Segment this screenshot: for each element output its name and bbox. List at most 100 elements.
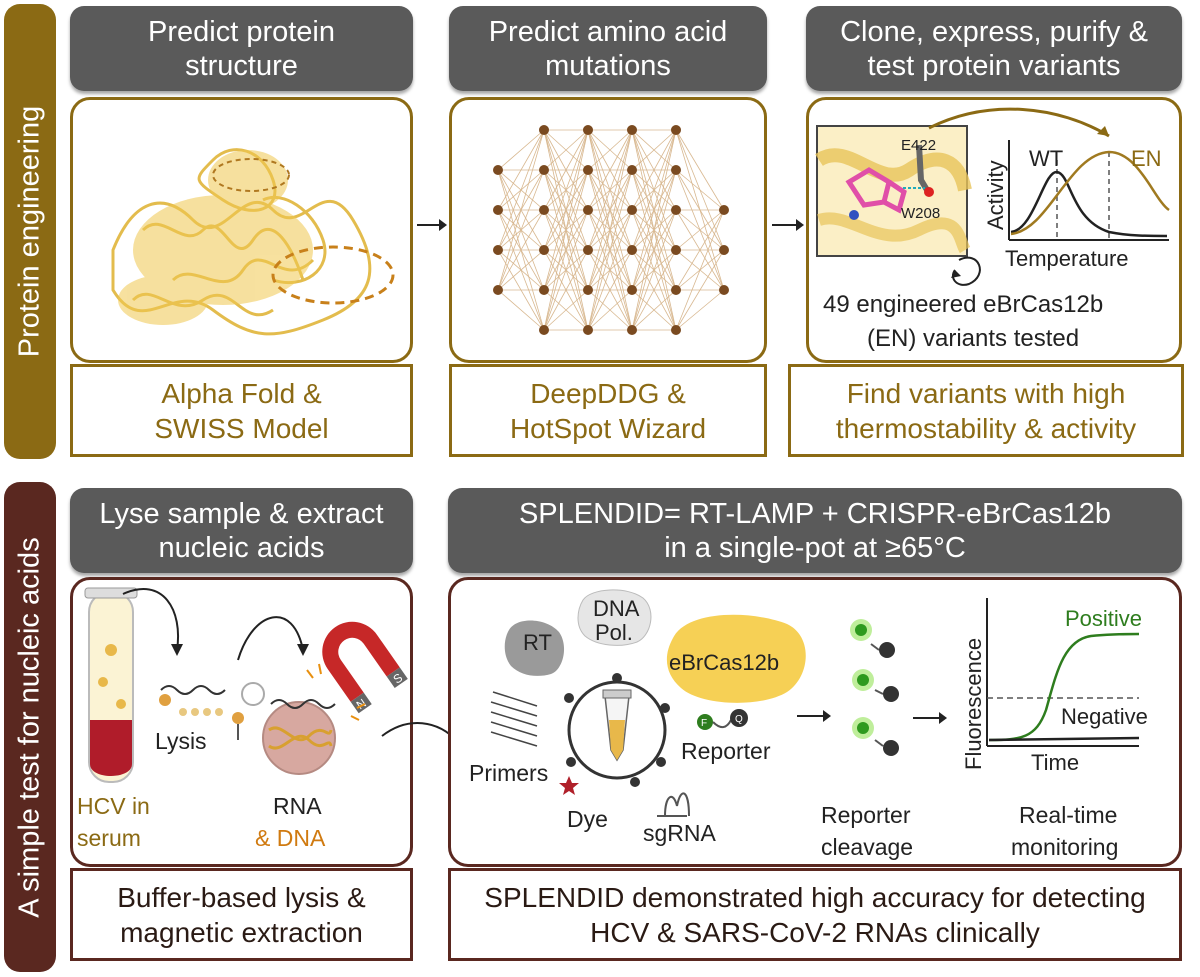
network-node: [583, 245, 593, 255]
network-edge: [587, 129, 633, 171]
network-node: [719, 245, 729, 255]
network-edge: [675, 209, 725, 291]
network-edge: [543, 249, 589, 331]
lysis-fragments: [159, 682, 265, 740]
dna-polymerase-icon: [577, 589, 652, 646]
variant-testing-graphic: E422 W208 WT EN Activity Temperature: [815, 107, 1170, 286]
splendid-heading: SPLENDID= RT-LAMP + CRISPR-eBrCas12b in …: [448, 488, 1182, 573]
network-edge: [631, 129, 677, 171]
activity-axis-label: Activity: [983, 160, 1008, 230]
network-node: [671, 205, 681, 215]
time-axis-label: Time: [1031, 750, 1079, 775]
magnet-icon: N S: [322, 621, 408, 714]
network-node: [539, 165, 549, 175]
network-node: [671, 325, 681, 335]
sidebar-bottom-label: A simple test for nucleic acids: [13, 536, 46, 918]
network-node: [627, 325, 637, 335]
negative-curve: [988, 736, 1140, 742]
network-edge: [587, 209, 633, 331]
network-edge: [587, 129, 633, 291]
dna-pol-line2: Pol.: [595, 620, 633, 645]
sgrna-icon: [657, 792, 690, 817]
network-edge: [543, 129, 589, 211]
network-edge: [675, 209, 725, 331]
protein-structure-panel: [70, 97, 413, 363]
sgrna-label: sgRNA: [643, 820, 716, 846]
network-node: [627, 205, 637, 215]
network-edge: [543, 129, 589, 291]
network-node: [539, 245, 549, 255]
network-edge: [675, 249, 725, 331]
positive-curve: [988, 632, 1140, 742]
lyse-extract-heading: Lyse sample & extract nucleic acids: [70, 488, 413, 573]
reporter-label: Reporter: [681, 738, 771, 764]
network-node: [493, 165, 503, 175]
network-edge: [497, 129, 545, 291]
network-node: [719, 205, 729, 215]
network-node: [583, 205, 593, 215]
network-edge: [675, 169, 725, 211]
primers-label: Primers: [469, 760, 549, 786]
network-edge: [587, 169, 633, 331]
hcv-serum-line1: HCV in: [77, 793, 150, 819]
network-edge: [631, 289, 677, 331]
monitoring-line2: monitoring: [1011, 834, 1119, 860]
network-node: [627, 285, 637, 295]
network-node: [671, 125, 681, 135]
network-edge: [675, 289, 725, 331]
activity-temperature-chart: WT EN Activity Temperature: [983, 140, 1170, 271]
dna-label: & DNA: [255, 825, 326, 851]
en-label: EN: [1131, 146, 1162, 171]
dna-pol-line1: DNA: [593, 596, 640, 621]
network-edge: [587, 249, 633, 331]
lysis-label: Lysis: [155, 728, 207, 754]
variant-result-caption: Find variants with high thermostability …: [788, 364, 1184, 457]
sample-prep-panel: N S Lysis HCV in serum RNA & DNA: [70, 577, 413, 867]
network-edge: [543, 129, 589, 251]
splendid-graphic: F Q Positive Negative Fluorescence Tim: [490, 589, 1148, 817]
cleaved-reporters: [850, 619, 899, 756]
dye-label: Dye: [567, 806, 608, 832]
network-edge: [587, 289, 633, 331]
network-node: [671, 165, 681, 175]
variants-note-line1: 49 engineered eBrCas12b: [823, 291, 1104, 318]
network-node: [539, 285, 549, 295]
lysis-extraction-caption: Buffer-based lysis & magnetic extraction: [70, 868, 413, 961]
network-edge: [631, 129, 677, 291]
structure-tools-caption: Alpha Fold & SWISS Model: [70, 364, 413, 457]
protein-engineering-sidebar: Protein engineering: [4, 4, 56, 459]
network-edge: [497, 209, 545, 291]
clone-express-heading: Clone, express, purify & test protein va…: [806, 6, 1182, 91]
network-node: [583, 325, 593, 335]
primers-icon: [490, 691, 538, 747]
hcv-serum-line2: serum: [77, 825, 141, 851]
wt-label: WT: [1029, 146, 1063, 171]
network-node: [583, 165, 593, 175]
network-edge: [543, 169, 589, 331]
network-node: [671, 285, 681, 295]
network-node: [539, 205, 549, 215]
network-edge: [675, 129, 725, 211]
network-edge: [497, 169, 545, 291]
serum-tube: [84, 587, 138, 783]
network-node: [627, 125, 637, 135]
network-edge: [497, 249, 545, 291]
rt-label: RT: [523, 630, 552, 655]
neural-network-panel: [449, 97, 767, 363]
fluorescence-axis-label: Fluorescence: [961, 638, 986, 770]
cleavage-line1: Reporter: [821, 802, 911, 828]
iteration-loop-arrow: [951, 256, 981, 286]
residue-w208: W208: [901, 205, 940, 222]
monitoring-line1: Real-time: [1019, 802, 1118, 828]
variant-testing-panel: E422 W208 WT EN Activity Temperature 49 …: [806, 97, 1182, 363]
protein-structure-image: [111, 148, 395, 336]
predict-mutations-heading: Predict amino acid mutations: [449, 6, 767, 91]
rna-label: RNA: [273, 793, 322, 819]
network-node: [493, 245, 503, 255]
arrow-structure-to-mutations: [417, 219, 447, 231]
network-node: [583, 285, 593, 295]
network-node: [671, 245, 681, 255]
network-edge: [587, 129, 633, 251]
residue-e422: E422: [901, 137, 936, 154]
network-edge: [497, 129, 545, 171]
